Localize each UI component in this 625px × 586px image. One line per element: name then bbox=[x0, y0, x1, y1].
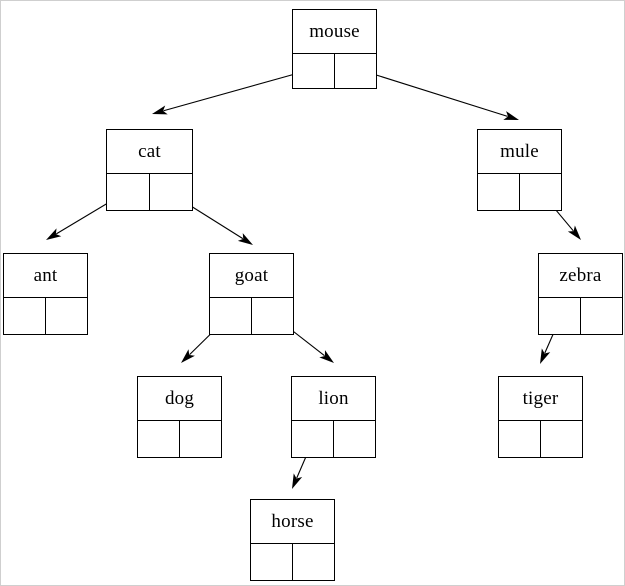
node-pointer-cells bbox=[478, 174, 561, 210]
node-pointer-cells bbox=[539, 298, 622, 334]
node-label: horse bbox=[251, 500, 334, 544]
tree-node-cat[interactable]: cat bbox=[106, 129, 193, 211]
tree-node-mule[interactable]: mule bbox=[477, 129, 562, 211]
right-pointer-cell bbox=[293, 544, 334, 580]
node-label: lion bbox=[292, 377, 375, 421]
node-label: tiger bbox=[499, 377, 582, 421]
node-label: goat bbox=[210, 254, 293, 298]
node-label: cat bbox=[107, 130, 192, 174]
left-pointer-cell bbox=[107, 174, 150, 210]
right-pointer-cell bbox=[46, 298, 87, 334]
node-label: mule bbox=[478, 130, 561, 174]
node-pointer-cells bbox=[210, 298, 293, 334]
node-pointer-cells bbox=[293, 54, 376, 88]
right-pointer-cell bbox=[252, 298, 293, 334]
left-pointer-cell bbox=[210, 298, 252, 334]
edge-mouse-to-cat bbox=[152, 68, 314, 115]
left-pointer-cell bbox=[539, 298, 581, 334]
node-label: mouse bbox=[293, 10, 376, 54]
right-pointer-cell bbox=[334, 421, 375, 457]
left-pointer-cell bbox=[478, 174, 520, 210]
node-label: zebra bbox=[539, 254, 622, 298]
right-pointer-cell bbox=[150, 174, 192, 210]
node-label: dog bbox=[138, 377, 221, 421]
left-pointer-cell bbox=[138, 421, 180, 457]
tree-node-lion[interactable]: lion bbox=[291, 376, 376, 458]
right-pointer-cell bbox=[541, 421, 582, 457]
left-pointer-cell bbox=[499, 421, 541, 457]
right-pointer-cell bbox=[180, 421, 221, 457]
tree-node-mouse[interactable]: mouse bbox=[292, 9, 377, 89]
right-pointer-cell bbox=[335, 54, 376, 88]
tree-node-goat[interactable]: goat bbox=[209, 253, 294, 335]
node-pointer-cells bbox=[292, 421, 375, 457]
tree-node-ant[interactable]: ant bbox=[3, 253, 88, 335]
right-pointer-cell bbox=[581, 298, 622, 334]
node-pointer-cells bbox=[107, 174, 192, 210]
left-pointer-cell bbox=[292, 421, 334, 457]
tree-node-zebra[interactable]: zebra bbox=[538, 253, 623, 335]
left-pointer-cell bbox=[4, 298, 46, 334]
node-pointer-cells bbox=[138, 421, 221, 457]
edge-mouse-to-mule bbox=[353, 67, 519, 120]
right-pointer-cell bbox=[520, 174, 561, 210]
node-pointer-cells bbox=[251, 544, 334, 580]
node-pointer-cells bbox=[499, 421, 582, 457]
tree-node-tiger[interactable]: tiger bbox=[498, 376, 583, 458]
tree-node-dog[interactable]: dog bbox=[137, 376, 222, 458]
left-pointer-cell bbox=[251, 544, 293, 580]
left-pointer-cell bbox=[293, 54, 335, 88]
node-label: ant bbox=[4, 254, 87, 298]
tree-node-horse[interactable]: horse bbox=[250, 499, 335, 581]
node-pointer-cells bbox=[4, 298, 87, 334]
